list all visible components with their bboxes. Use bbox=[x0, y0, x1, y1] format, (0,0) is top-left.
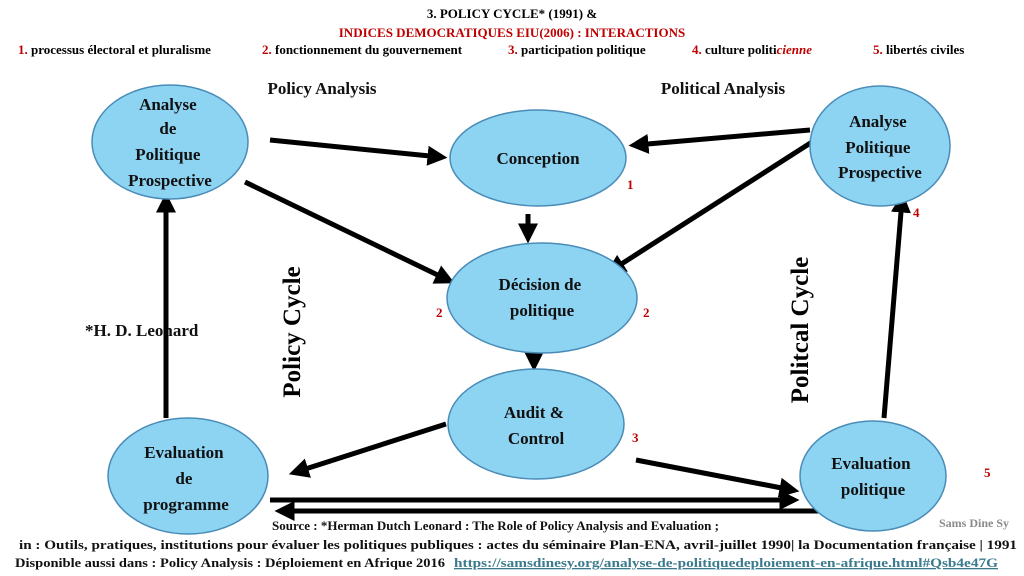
arrow-eval-to-analyse-right bbox=[881, 192, 911, 419]
marker-1: 1 bbox=[627, 177, 634, 192]
marker-5: 5 bbox=[984, 465, 991, 480]
arrow-political-to-conception bbox=[628, 127, 811, 154]
node-evaluation-programme: Evaluation de programme bbox=[107, 417, 269, 535]
svg-text:Evaluation politique: Evaluation politique bbox=[831, 454, 915, 499]
available-line: Disponible aussi dans : Policy Analysis … bbox=[15, 555, 446, 570]
political-analysis-label: Political Analysis bbox=[661, 79, 786, 98]
arrow-analyse-to-decision bbox=[243, 179, 455, 284]
source-link[interactable]: https://samsdinesy.org/analyse-de-politi… bbox=[454, 555, 998, 570]
arrow-audit-to-eval-politique bbox=[635, 457, 800, 498]
policy-analysis-label: Policy Analysis bbox=[267, 79, 376, 98]
marker-4: 4 bbox=[913, 205, 920, 220]
author-label: *H. D. Leonard bbox=[85, 321, 199, 340]
svg-text:Audit & Control: Audit & Control bbox=[504, 403, 568, 448]
node-decision: Décision de politique bbox=[446, 242, 638, 354]
in-line: in : Outils, pratiques, institutions pou… bbox=[19, 537, 1017, 552]
node-analyse-politique-prospective-right: Analyse Politique Prospective bbox=[809, 85, 951, 207]
svg-text:Conception: Conception bbox=[496, 149, 580, 168]
watermark: Sams Dine Sy bbox=[939, 516, 1009, 530]
node-conception: Conception bbox=[449, 109, 627, 207]
diagram-subtitle: INDICES DEMOCRATIQUES EIU(2006) : INTERA… bbox=[339, 25, 685, 40]
policy-cycle-label: Policy Cycle bbox=[279, 266, 306, 397]
svg-text:Analyse Politique: Analyse Politique Prospective bbox=[838, 112, 922, 182]
arrow-analyse-to-conception bbox=[269, 137, 448, 166]
indices-legend: 1. processus électoral et pluralisme 2. … bbox=[18, 42, 964, 57]
diagram-title: 3. POLICY CYCLE* (1991) & bbox=[427, 6, 597, 21]
arrow-political-to-decision bbox=[605, 139, 814, 275]
svg-text:Décision de politique: Décision de politique bbox=[499, 275, 586, 320]
node-evaluation-politique: Evaluation politique bbox=[799, 420, 947, 532]
marker-2-right: 2 bbox=[643, 305, 650, 320]
svg-text:Analyse de Politiq: Analyse de Politique Prospective bbox=[128, 95, 212, 190]
political-cycle-label: Politcal Cycle bbox=[787, 257, 814, 403]
node-audit-control: Audit & Control bbox=[447, 368, 625, 480]
marker-2-left: 2 bbox=[436, 305, 443, 320]
svg-text:Evaluation de prog: Evaluation de programme bbox=[143, 443, 229, 514]
marker-3: 3 bbox=[632, 430, 639, 445]
source-line: Source : *Herman Dutch Leonard : The Rol… bbox=[272, 518, 719, 533]
arrow-audit-to-eval-programme bbox=[288, 421, 447, 478]
node-analyse-politique-prospective-left: Analyse de Politique Prospective bbox=[91, 84, 249, 200]
